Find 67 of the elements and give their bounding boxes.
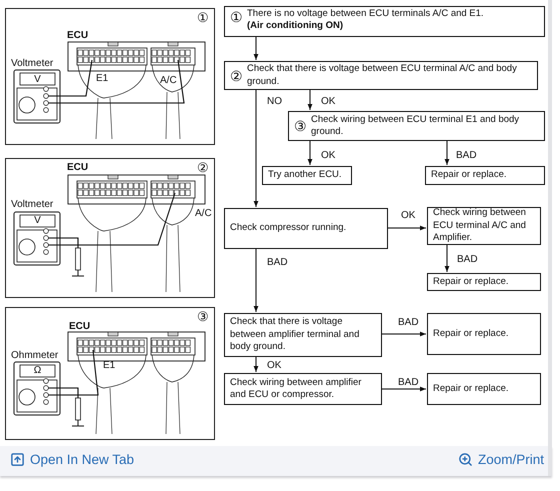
figure-label: Ohmmeter: [11, 350, 58, 361]
edge-label: BAD: [397, 317, 420, 328]
arrow: [254, 356, 258, 372]
arrow: [254, 248, 258, 312]
figure-label: Voltmeter: [11, 199, 54, 210]
figure-label: ECU: [67, 162, 88, 173]
arrow: [388, 226, 426, 230]
step-number: ①: [230, 10, 243, 24]
edge-label: BAD: [455, 150, 478, 161]
step-text: Check that there is voltage between ECU terminal A/C and body ground.: [247, 63, 518, 88]
figure-label: Voltmeter: [11, 58, 54, 69]
step-number: ③: [294, 119, 307, 133]
arrow: [254, 36, 258, 60]
process-box: [427, 273, 541, 291]
figure-label: ECU: [67, 30, 88, 41]
arrow: [308, 90, 312, 110]
edge-label: OK: [266, 360, 282, 371]
figure-label: ①: [197, 11, 209, 26]
figure-label: V: [33, 215, 42, 226]
process-box: [425, 166, 545, 185]
arrow: [382, 386, 426, 392]
figure-label: E1: [103, 360, 116, 371]
arrow: [382, 332, 426, 336]
figure-label: ②: [197, 161, 209, 176]
arrow: [308, 140, 312, 166]
process-box: [427, 373, 541, 405]
process-box: [427, 313, 541, 355]
step-text: Check compressor running.: [230, 222, 346, 235]
arrow: [444, 244, 450, 272]
edge-label: BAD: [266, 257, 289, 268]
step-text: Check wiring between amplifier and ECU or compressor.: [230, 376, 362, 402]
edge-label: OK: [320, 150, 336, 161]
step-text: (Air conditioning ON): [247, 20, 344, 33]
process-box: [224, 208, 388, 249]
figure-label: E1: [96, 73, 108, 84]
step-text: Repair or replace.: [433, 276, 509, 288]
process-box: [427, 207, 541, 245]
edge-label: OK: [400, 210, 416, 221]
step-text: Check wiring between ECU terminal A/C and Amplifier.: [433, 207, 527, 245]
process-box: [224, 6, 545, 37]
figure-label: V: [33, 74, 42, 85]
figure-label: Ω: [32, 365, 42, 376]
step-text: Try another ECU.: [268, 169, 342, 182]
process-box: [262, 166, 352, 185]
zoom-print-link: Zoom/Print: [458, 452, 544, 467]
step-text: Repair or replace.: [433, 382, 509, 396]
figure-label: ③: [197, 310, 209, 324]
step-text: Check wiring between ECU terminal E1 and body ground.: [311, 114, 520, 138]
arrow: [254, 90, 258, 208]
step-text: There is no voltage between ECU terminals A/C and E1.: [247, 8, 484, 20]
edge-label: NO: [266, 96, 283, 107]
figure-label: A/C: [160, 75, 177, 86]
figure-label: ECU: [69, 321, 90, 332]
edge-label: BAD: [397, 377, 420, 388]
edge-label: BAD: [456, 254, 479, 265]
step-text: Check that there is voltage between amplifier terminal and body ground.: [230, 316, 360, 354]
figure-label: A/C: [195, 208, 212, 219]
process-box: [288, 111, 545, 141]
process-box: [224, 373, 382, 405]
step-text: Repair or replace.: [433, 328, 509, 340]
step-text: Repair or replace.: [431, 169, 507, 182]
process-box: [224, 61, 538, 90]
open-tab-link: Open In New Tab: [10, 452, 134, 467]
arrow: [444, 140, 450, 166]
step-number: ②: [230, 68, 243, 82]
edge-label: OK: [320, 96, 336, 107]
process-box: [224, 313, 382, 357]
